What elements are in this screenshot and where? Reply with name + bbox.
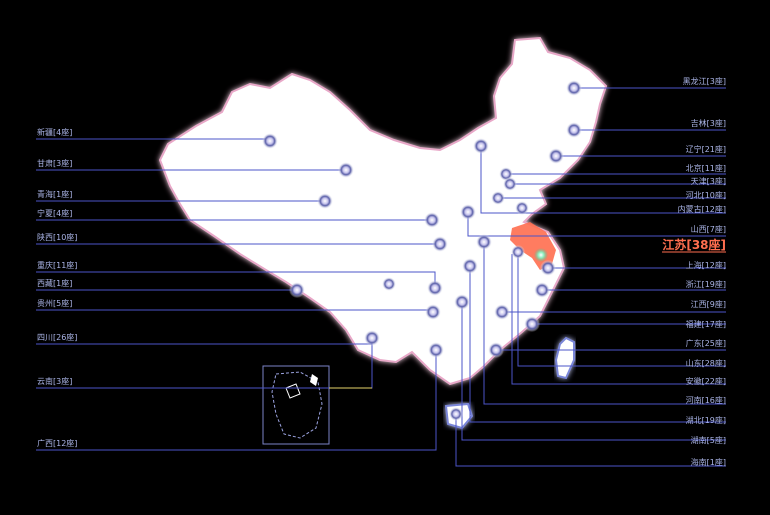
marker-liaoning: [548, 148, 564, 164]
label-shaanxi: 陕西[10座]: [37, 233, 78, 242]
marker-xizang: [289, 282, 305, 298]
marker-zhejiang: [534, 282, 550, 298]
marker-gansu: [338, 162, 354, 178]
marker-henan: [462, 258, 478, 274]
label-shanghai: 上海[12座]: [685, 261, 726, 270]
marker-shanghai: [540, 260, 556, 276]
label-gansu: 甘肃[3座]: [37, 159, 73, 168]
marker-shandong: [511, 245, 525, 259]
marker-fujian: [524, 316, 540, 332]
label-fujian: 福建[17座]: [685, 320, 726, 329]
marker-sichuan: [364, 330, 380, 346]
label-xinjiang: 新疆[4座]: [37, 128, 73, 137]
marker-hainan: [449, 407, 463, 421]
marker-jiangxi: [494, 304, 510, 320]
marker-shandong-2: [515, 201, 529, 215]
label-sichuan: 四川[26座]: [37, 333, 78, 342]
marker-tianjin: [503, 177, 517, 191]
china-mainland-shape: [158, 36, 608, 386]
label-guizhou: 贵州[5座]: [37, 299, 73, 308]
label-hainan: 海南[1座]: [690, 458, 726, 467]
leader-lines-right: [455, 87, 726, 467]
label-yunnan: 云南[3座]: [37, 377, 73, 386]
south-china-sea-inset: [262, 365, 330, 445]
label-guangdong: 广东[25座]: [685, 339, 726, 348]
marker-heilongjiang: [566, 80, 582, 96]
label-shandong: 山东[28座]: [685, 359, 726, 368]
label-jiangxi: 江西[9座]: [690, 300, 726, 309]
label-jiangsu: 江苏[38座]: [662, 238, 726, 252]
label-tianjin: 天津[3座]: [690, 177, 726, 186]
marker-yunnan: [382, 277, 396, 291]
marker-hubei: [454, 294, 470, 310]
taiwan-shape: [554, 336, 575, 380]
marker-shanxi: [460, 204, 476, 220]
label-qinghai: 青海[1座]: [37, 190, 73, 199]
label-hunan: 湖南[5座]: [690, 436, 726, 445]
label-chongqing: 重庆[11座]: [37, 261, 78, 270]
marker-hebei: [491, 191, 505, 205]
marker-shaanxi: [432, 236, 448, 252]
marker-guizhou: [425, 304, 441, 320]
label-jilin: 吉林[3座]: [690, 119, 726, 128]
label-liaoning: 辽宁[21座]: [685, 145, 726, 154]
label-ningxia: 宁夏[4座]: [37, 209, 73, 218]
marker-xinjiang: [262, 133, 278, 149]
marker-guangxi: [428, 342, 444, 358]
label-hubei: 湖北[19座]: [685, 416, 726, 425]
label-guangxi: 广西[12座]: [37, 439, 78, 448]
label-beijing: 北京[11座]: [685, 164, 726, 173]
label-anhui: 安徽[22座]: [685, 377, 726, 386]
label-zhejiang: 浙江[19座]: [685, 280, 726, 289]
marker-neimenggu: [473, 138, 489, 154]
marker-jilin: [566, 122, 582, 138]
marker-ningxia: [424, 212, 440, 228]
label-heilongjiang: 黑龙江[3座]: [682, 77, 726, 86]
label-henan: 河南[16座]: [685, 396, 726, 405]
label-shanxi: 山西[7座]: [690, 225, 726, 234]
marker-guangdong: [488, 342, 504, 358]
label-neimenggu: 内蒙古[12座]: [677, 205, 726, 214]
marker-qinghai: [317, 193, 333, 209]
marker-jiangsu: [534, 248, 548, 262]
marker-chongqing: [427, 280, 443, 296]
province-markers: [262, 80, 582, 421]
marker-anhui: [476, 234, 492, 250]
label-hebei: 河北[10座]: [685, 191, 726, 200]
label-xizang: 西藏[1座]: [37, 279, 73, 288]
